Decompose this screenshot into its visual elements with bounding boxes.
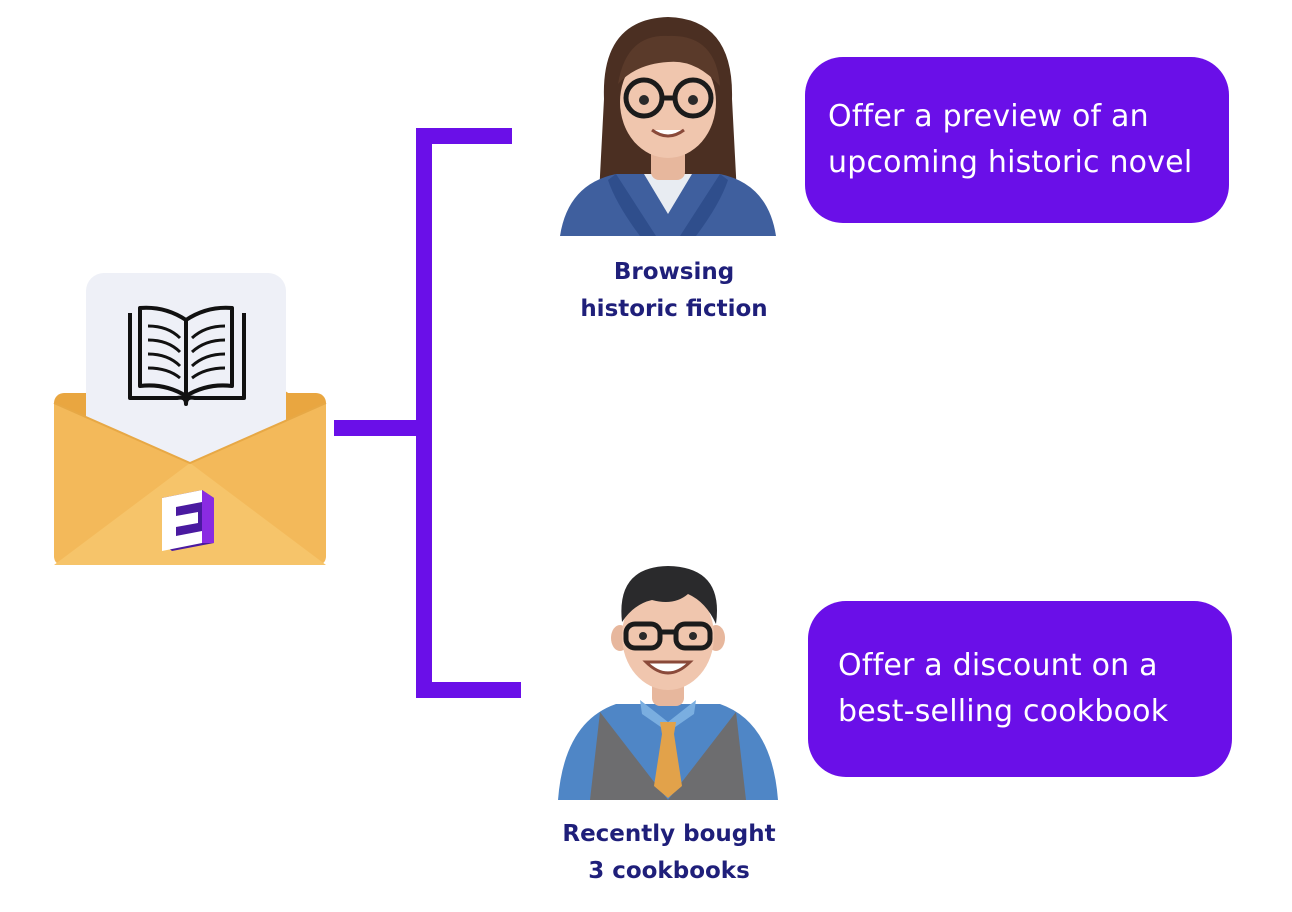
persona-caption-top: Browsing historic fiction	[544, 254, 804, 328]
open-book-icon	[128, 305, 246, 406]
offer-bubble-top: Offer a preview of an upcoming historic …	[805, 57, 1229, 223]
caption-line: historic fiction	[580, 296, 768, 322]
email-envelope-icon	[53, 273, 327, 565]
e-logo-icon	[162, 490, 214, 551]
caption-line: Recently bought	[562, 821, 776, 847]
persona-caption-bottom: Recently bought 3 cookbooks	[539, 816, 799, 890]
caption-line: Browsing	[613, 259, 735, 285]
offer-bubble-bottom: Offer a discount on a best-selling cookb…	[808, 601, 1232, 777]
man-with-glasses-avatar	[558, 566, 778, 800]
offer-line: best-selling cookbook	[838, 694, 1169, 729]
offer-line: upcoming historic novel	[828, 145, 1193, 180]
woman-with-glasses-avatar	[560, 17, 776, 236]
offer-line: Offer a discount on a	[838, 648, 1158, 683]
offer-line: Offer a preview of an	[828, 99, 1149, 134]
caption-line: 3 cookbooks	[588, 858, 750, 884]
